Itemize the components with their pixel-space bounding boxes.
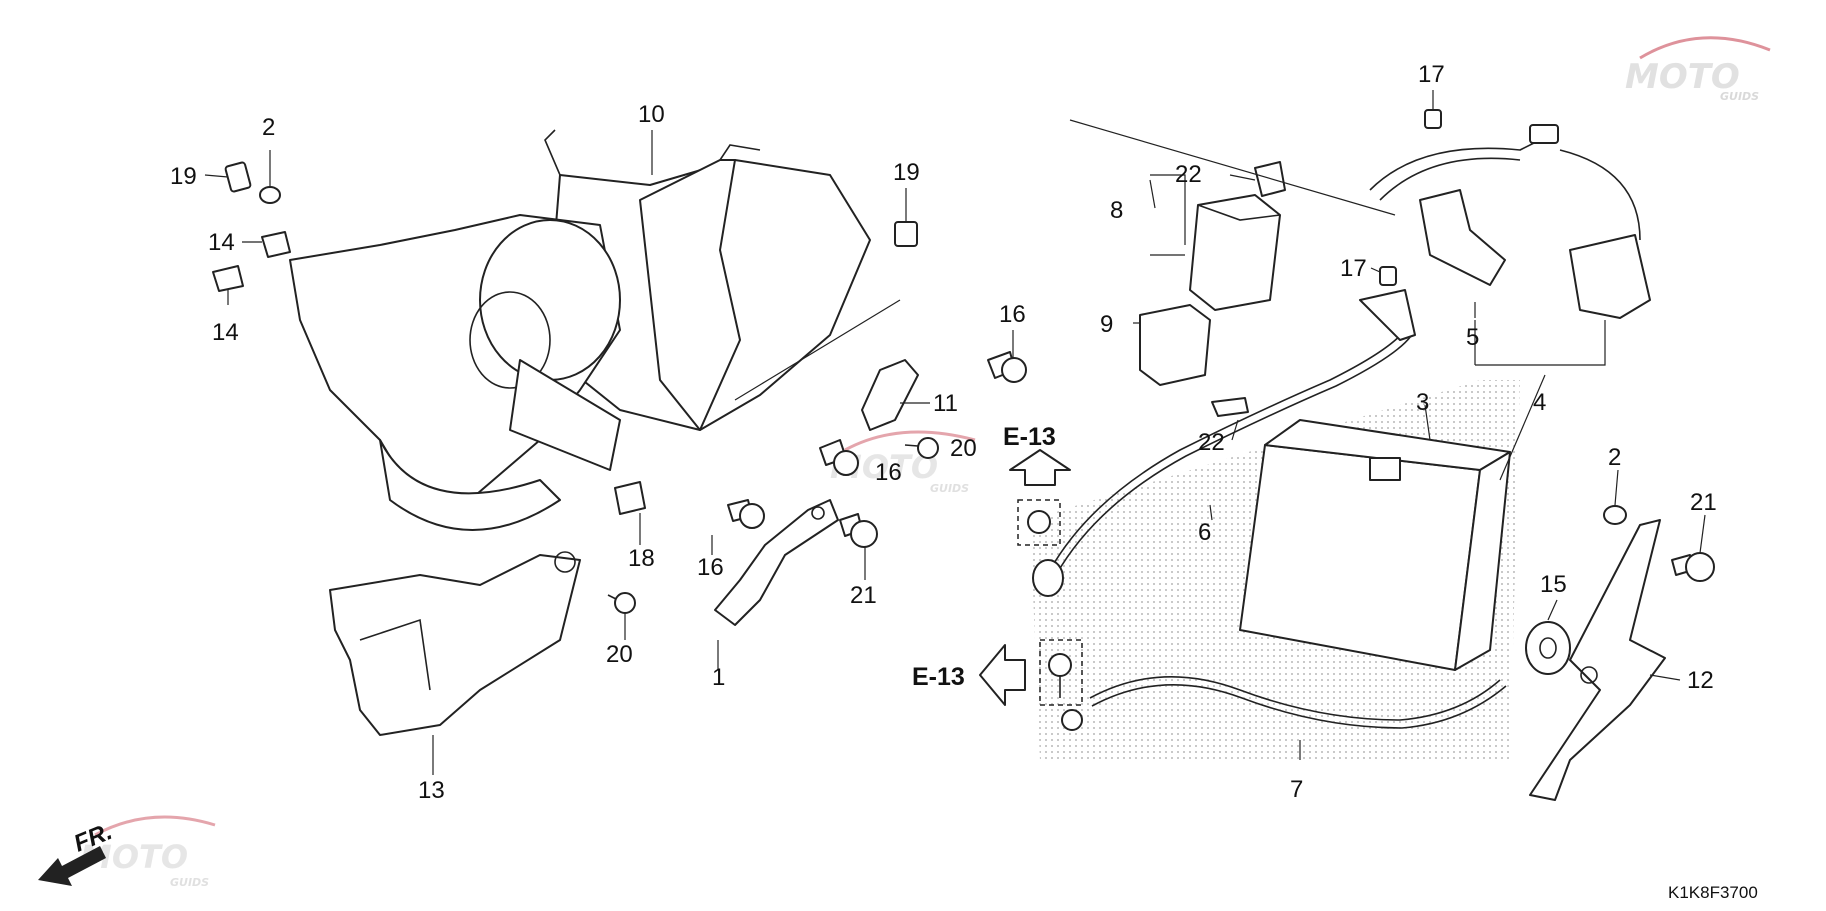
callout-16-a: 16 (999, 301, 1026, 328)
callout-22-top: 22 (1175, 161, 1202, 188)
reference-e13-upper[interactable]: E-13 (1003, 423, 1056, 451)
callout-2-left: 2 (262, 114, 275, 141)
part-16-bolt-a (987, 351, 1027, 383)
part-15-grommet (1525, 621, 1571, 675)
part-9-relay (1139, 304, 1211, 386)
svg-text:GUIDS: GUIDS (1720, 90, 1759, 103)
callout-4: 4 (1533, 389, 1546, 416)
callout-16-c: 16 (697, 554, 724, 581)
callout-14-b: 14 (212, 319, 239, 346)
callout-21-right: 21 (1690, 489, 1717, 516)
part-6-positive-cable (1032, 289, 1416, 597)
callout-14-a: 14 (208, 229, 235, 256)
callout-9: 9 (1100, 311, 1113, 338)
callout-17-top: 17 (1418, 61, 1445, 88)
ref-box-upper (1017, 499, 1061, 546)
part-7-negative-cable (1061, 675, 1507, 731)
callout-20-b: 20 (606, 641, 633, 668)
part-18-plate (614, 481, 646, 515)
part-1-bracket (714, 499, 839, 626)
part-14-clip-b (212, 265, 244, 292)
diagram-code: K1K8F3700 (1668, 883, 1758, 902)
callout-12: 12 (1687, 667, 1714, 694)
up-arrow-icon (1009, 449, 1071, 486)
callout-19-left: 19 (170, 163, 197, 190)
callout-8: 8 (1110, 197, 1123, 224)
part-2-grommet-right (1603, 505, 1627, 525)
callout-22-bottom: 22 (1198, 429, 1225, 456)
main-frame-body (289, 214, 621, 531)
ref-box-lower (1039, 639, 1083, 706)
left-arrow-icon (979, 644, 1026, 706)
part-12-stay (1529, 519, 1666, 801)
front-direction-arrow-icon (38, 846, 106, 886)
callout-3: 3 (1416, 389, 1429, 416)
part-16-bolt-b (819, 439, 859, 476)
callout-10: 10 (638, 101, 665, 128)
svg-text:GUIDS: GUIDS (170, 876, 209, 889)
callout-20-a: 20 (950, 435, 977, 462)
part-14-clip-a (261, 231, 291, 258)
part-4-harness (1369, 124, 1651, 319)
callout-17-mid: 17 (1340, 255, 1367, 282)
svg-text:MOTO: MOTO (1625, 57, 1740, 97)
callout-18: 18 (628, 545, 655, 572)
part-21-bolt-left (839, 513, 878, 548)
callout-13: 13 (418, 777, 445, 804)
part-20-screw-a (904, 437, 939, 459)
callout-11: 11 (933, 390, 958, 417)
part-11-bracket (861, 359, 919, 431)
part-17-bolt-top (1424, 109, 1442, 129)
part-16-bolt-c (727, 499, 765, 529)
callout-labels: 2 19 14 14 10 19 16 11 20 16 18 16 21 1 … (170, 61, 1717, 804)
part-2-grommet-left (259, 186, 281, 204)
part-19-clip-right (894, 221, 918, 247)
part-10-battery-box (544, 129, 871, 431)
part-19-clip-left (224, 161, 252, 193)
callout-5: 5 (1466, 324, 1479, 351)
part-5-cover (1419, 189, 1506, 286)
callout-2-right: 2 (1608, 444, 1621, 471)
part-22-fuse-bottom (1211, 397, 1249, 417)
part-17-bolt-mid (1379, 266, 1397, 286)
part-3-battery (1239, 419, 1511, 671)
part-13-lower-cover (329, 551, 581, 736)
callout-19-right: 19 (893, 159, 920, 186)
callout-21-left: 21 (850, 582, 877, 609)
callout-15: 15 (1540, 571, 1567, 598)
part-20-screw-b (607, 592, 636, 614)
reference-e13-lower[interactable]: E-13 (912, 663, 965, 691)
callout-1: 1 (712, 664, 725, 691)
callout-6: 6 (1198, 519, 1211, 546)
callout-16-b: 16 (875, 459, 902, 486)
part-21-bolt-right (1671, 552, 1715, 582)
watermark-logo-top: MOTO GUIDS (1625, 36, 1771, 103)
svg-text:GUIDS: GUIDS (930, 482, 969, 495)
part-8-relay-box (1189, 194, 1281, 311)
leader-lines (204, 90, 1706, 775)
callout-7: 7 (1290, 776, 1303, 803)
